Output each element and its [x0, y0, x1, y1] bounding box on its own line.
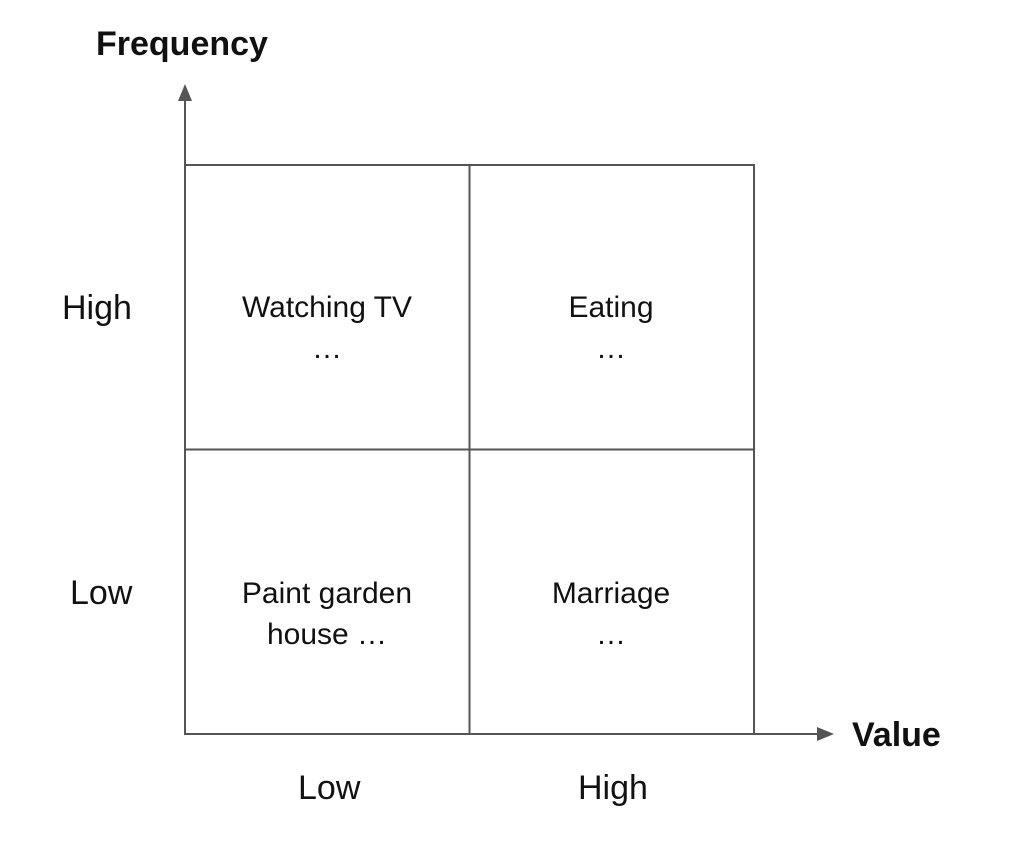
quadrant-line: house … [266, 618, 388, 651]
quadrant-line: … [596, 618, 626, 651]
y-tick-low: Low [70, 574, 133, 612]
quadrant-line: … [312, 332, 342, 365]
quadrant-line: Marriage [551, 577, 671, 610]
quadrant-line: Paint garden [241, 577, 413, 610]
x-tick-low: Low [298, 769, 361, 807]
x-tick-high: High [578, 769, 648, 807]
quadrant-line: Watching TV [241, 291, 413, 324]
quadrant-high-frequency-high-value: Eating … [469, 287, 753, 369]
y-axis-arrow-icon [178, 84, 192, 101]
quadrant-line: Eating [568, 291, 654, 324]
quadrant-low-frequency-high-value: Marriage … [469, 573, 753, 655]
quadrant-line: … [596, 332, 626, 365]
quadrant-low-frequency-low-value: Paint garden house … [185, 573, 469, 655]
x-axis-title: Value [852, 716, 941, 754]
x-axis-arrow-icon [817, 727, 834, 741]
quadrant-high-frequency-low-value: Watching TV … [185, 287, 469, 369]
y-axis-title: Frequency [96, 25, 268, 63]
y-tick-high: High [62, 289, 132, 327]
